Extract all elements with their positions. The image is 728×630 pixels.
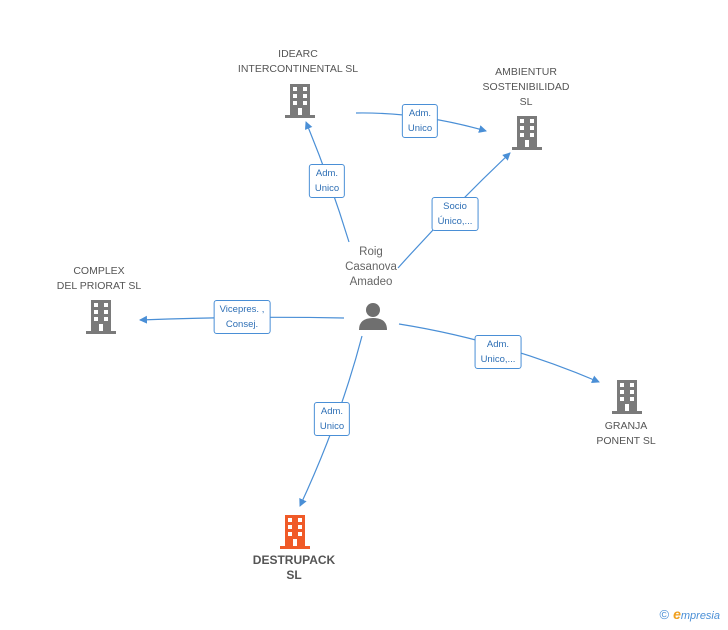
node-ambientur-label[interactable]: AMBIENTUR SOSTENIBILIDAD SL: [483, 65, 570, 110]
destrupack-name-line1: DESTRUPACK: [252, 553, 336, 567]
empresia-logo[interactable]: © empresia: [659, 606, 720, 622]
edge-label-line1: Vicepres. ,: [219, 304, 265, 315]
complex-name-line1: COMPLEX: [73, 265, 125, 277]
node-idearc-label[interactable]: IDEARC INTERCONTINENTAL SL: [238, 47, 358, 77]
edge-label-line1: Socio: [443, 201, 467, 212]
complex-name-line2: DEL PRIORAT SL: [56, 280, 142, 292]
destrupack-name-line2: SL: [286, 568, 302, 582]
edge-label-line1: Adm.: [486, 339, 510, 350]
brand-initial: e: [673, 606, 681, 622]
node-destrupack-label[interactable]: DESTRUPACK SL: [253, 553, 335, 583]
copyright-symbol: ©: [659, 606, 670, 622]
person-name-line3: Amadeo: [349, 276, 393, 288]
brand-name: mpresia: [680, 610, 720, 622]
edge-label-person-granja[interactable]: Adm. Unico,...: [474, 335, 522, 369]
idearc-building-icon: [285, 84, 315, 118]
granja-building-icon: [612, 380, 642, 414]
granja-name-line2: PONENT SL: [596, 435, 656, 447]
edge-label-line2: Unico,...: [480, 354, 516, 365]
edge-label-line1: Adm.: [320, 406, 344, 417]
node-person-label[interactable]: Roig Casanova Amadeo: [345, 245, 397, 290]
edge-label-line2: Unico: [407, 123, 433, 134]
edge-label-person-idearc[interactable]: Adm. Unico: [308, 164, 346, 198]
person-name-line2: Casanova: [345, 261, 397, 273]
person-icon: [359, 303, 387, 330]
idearc-name-line1: IDEARC: [278, 48, 318, 60]
edge-label-idearc-ambientur[interactable]: Adm. Unico: [401, 104, 439, 138]
edge-label-line2: Consej.: [225, 319, 259, 330]
person-name-line1: Roig: [359, 246, 383, 258]
edge-label-line2: Único,...: [437, 216, 473, 227]
node-complex-label[interactable]: COMPLEX DEL PRIORAT SL: [57, 264, 141, 294]
edge-label-line2: Unico: [319, 421, 345, 432]
ambientur-name-line1: AMBIENTUR: [495, 66, 557, 78]
edge-label-person-destrupack[interactable]: Adm. Unico: [313, 402, 351, 436]
ambientur-name-line2: SOSTENIBILIDAD: [482, 81, 570, 93]
destrupack-building-icon: [280, 515, 310, 549]
edge-label-line1: Adm.: [315, 168, 339, 179]
edge-label-person-complex[interactable]: Vicepres. , Consej.: [213, 300, 271, 334]
node-granja-label[interactable]: GRANJA PONENT SL: [596, 419, 655, 449]
edge-label-person-ambientur[interactable]: Socio Único,...: [431, 197, 479, 231]
granja-name-line1: GRANJA: [604, 420, 648, 432]
ambientur-name-line3: SL: [519, 96, 533, 108]
complex-building-icon: [86, 300, 116, 334]
ambientur-building-icon: [512, 116, 542, 150]
edge-label-line1: Adm.: [408, 108, 432, 119]
edge-label-line2: Unico: [314, 183, 340, 194]
idearc-name-line2: INTERCONTINENTAL SL: [237, 63, 359, 75]
